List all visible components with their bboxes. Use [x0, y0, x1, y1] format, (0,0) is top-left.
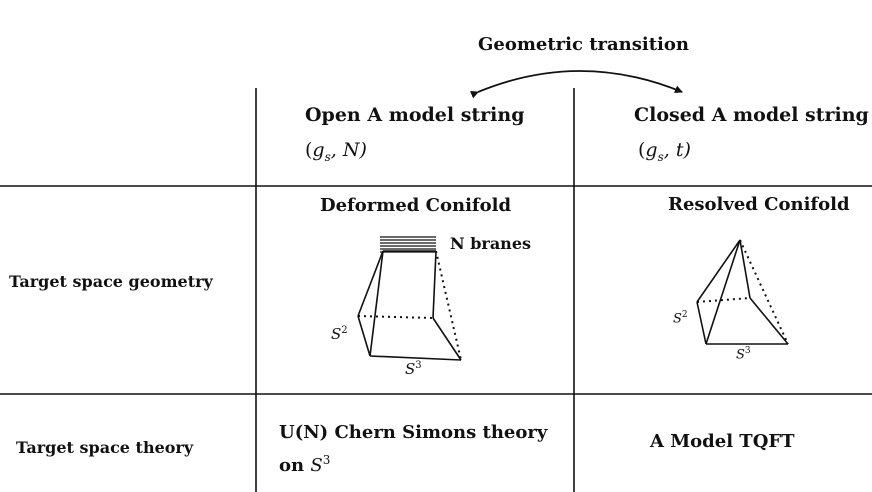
row-label-theory: Target space theory	[16, 438, 194, 457]
chern-simons-theory-line2: on S3	[279, 453, 331, 476]
deformed-conifold-title: Deformed Conifold	[320, 195, 512, 216]
closed-s2-label: S2	[673, 310, 688, 327]
closed-s3-label: S3	[736, 346, 751, 363]
open-string-title: Open A model string	[305, 104, 525, 126]
row-label-geometry: Target space geometry	[9, 272, 213, 291]
resolved-conifold-title: Resolved Conifold	[668, 194, 850, 215]
geometric-transition-arrow	[470, 70, 683, 99]
resolved-conifold-drawing	[696, 239, 789, 345]
geometric-transition-label: Geometric transition	[478, 34, 689, 55]
open-s2-label: S2	[331, 325, 348, 343]
branes-label: N branes	[450, 234, 531, 253]
closed-string-params: (gs, t)	[638, 139, 691, 164]
closed-string-title: Closed A model string	[634, 104, 869, 126]
open-string-params: (gs, N)	[305, 139, 367, 164]
chern-simons-theory-line1: U(N) Chern Simons theory	[279, 422, 548, 443]
open-s3-label: S3	[405, 360, 422, 378]
brane-stack	[380, 236, 436, 253]
deformed-conifold-drawing	[357, 236, 462, 361]
a-model-tqft-label: A Model TQFT	[650, 431, 795, 452]
